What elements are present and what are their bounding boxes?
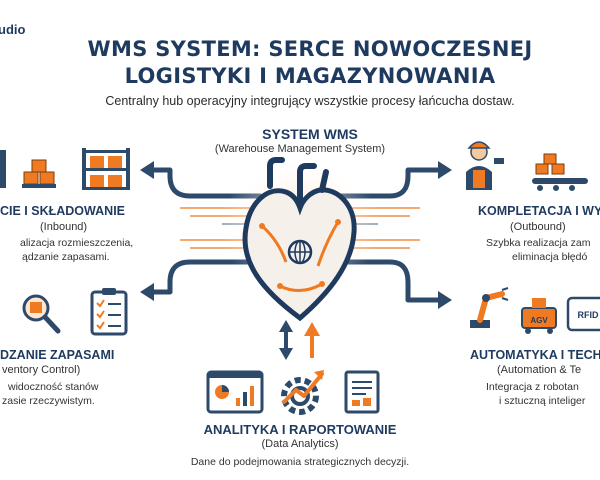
main-title-line-2: LOGISTYKI I MAGAZYNOWANIA [124,64,496,88]
outbound-icons [466,141,588,191]
inventory-desc-line-1: widoczność stanów [8,381,99,393]
outbound-title: KOMPLETACJA I WY [478,204,600,218]
heart-icon [242,157,357,322]
arrowheads [140,161,452,309]
inventory-desc-line-2: zasie rzeczywistym. [2,395,95,407]
automation-desc-line-2: i sztuczną inteliger [499,395,586,407]
analytics-subtitle: (Data Analytics) [261,438,339,450]
automation-subtitle: (Automation & Te [497,364,582,376]
main-subtitle: Centralny hub operacyjny integrujący wsz… [105,94,515,108]
center-subtitle: (Warehouse Management System) [214,143,386,155]
agv-label: AGV [530,316,548,325]
inbound-icons [0,148,130,190]
analytics-icons [206,370,380,415]
arrow-to-outbound [337,167,443,199]
main-title-line-1: WMS SYSTEM: SERCE NOWOCZESNEJ [87,37,533,61]
arrow-to-inventory [147,259,263,295]
analytics-desc: Dane do podejmowania strategicznych decy… [190,456,410,468]
rfid-label: RFID [578,310,599,320]
outbound-desc-line-2: eliminacja błędó [512,251,588,263]
automation-icons [470,287,600,334]
outbound-desc-line-1: Szybka realizacja zam [486,237,591,249]
arrow-to-automation [337,259,443,303]
inventory-icons [22,288,128,336]
inbound-title: CIE I SKŁADOWANIE [0,204,126,218]
main-title: WMS SYSTEM: SERCE NOWOCZESNEJ LOGISTYKI … [40,36,580,90]
center-title: SYSTEM WMS [262,126,358,142]
vertical-arrows [279,320,320,360]
inbound-desc-line-1: alizacja rozmieszczenia, [20,237,134,249]
arrow-to-inbound [147,167,263,199]
analytics-title: ANALITYKA I RAPORTOWANIE [203,422,397,437]
inbound-subtitle: (Inbound) [40,221,88,233]
automation-desc-line-1: Integracja z robotan [486,381,579,393]
inbound-desc-line-2: ądzanie zapasami. [22,251,110,263]
inventory-subtitle: ventory Control) [2,364,81,376]
outbound-subtitle: (Outbound) [510,221,566,233]
inventory-title: DZANIE ZAPASAMI [0,348,115,362]
connector-arrows [147,167,443,303]
brand-logo-text: udio [0,22,26,37]
automation-title: AUTOMATYKA I TECH [470,348,600,362]
